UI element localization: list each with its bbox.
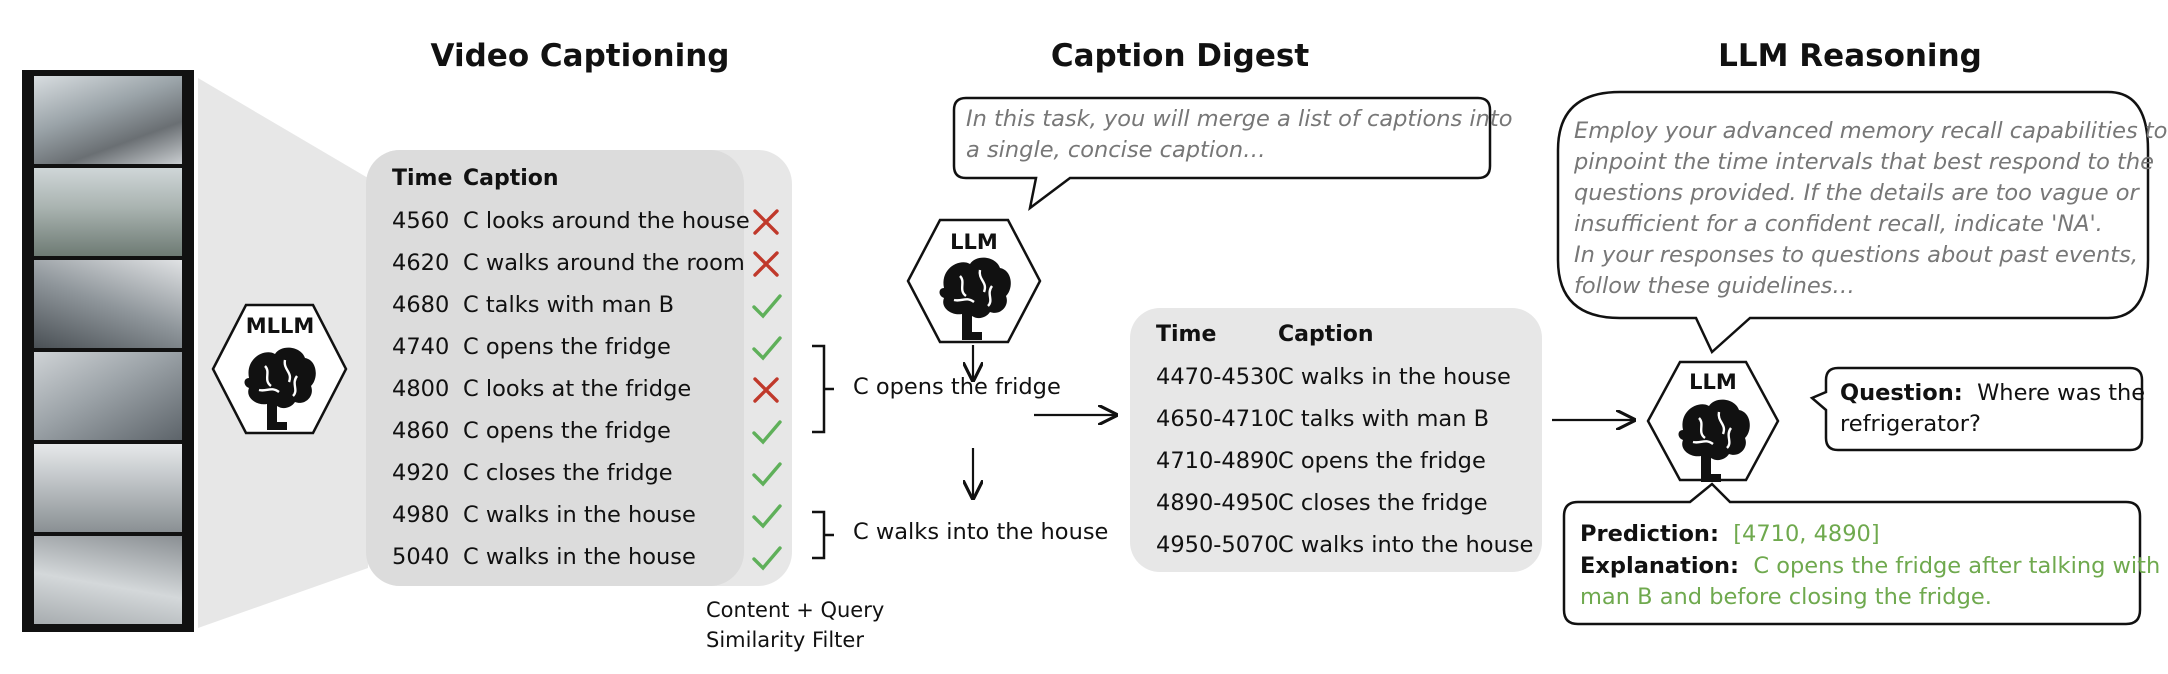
title-llm-reasoning: LLM Reasoning: [1718, 38, 1982, 74]
check-icon: [752, 420, 782, 445]
video-frame-2: [34, 168, 182, 256]
digest-row-time: 4950-5070: [1156, 532, 1279, 558]
bracket-house: [812, 510, 834, 560]
caption-row-time: 4740: [392, 334, 450, 360]
merged-caption-fridge: C opens the fridge: [853, 374, 1061, 400]
digest-table-header-caption: Caption: [1278, 322, 1374, 347]
llm-digest-label: LLM: [950, 230, 998, 254]
check-icon: [752, 546, 782, 571]
caption-row-caption: C walks in the house: [463, 502, 696, 528]
explanation-line1: C opens the fridge after talking with: [1753, 553, 2161, 579]
reasoning-prompt-line: In your responses to questions about pas…: [1574, 242, 2138, 268]
caption-row-caption: C looks around the house: [463, 208, 750, 234]
caption-row-time: 4920: [392, 460, 450, 486]
bracket-fridge: [812, 344, 834, 434]
video-frame-3: [34, 260, 182, 348]
question-text-line1: Where was the: [1977, 380, 2146, 406]
caption-row-time: 4800: [392, 376, 450, 402]
brain-icon: [244, 347, 316, 430]
question-text-line2: refrigerator?: [1840, 411, 1981, 437]
digest-prompt-bubble: [952, 96, 1492, 211]
caption-row-caption: C closes the fridge: [463, 460, 673, 486]
video-frame-6: [34, 536, 182, 624]
caption-row-time: 4980: [392, 502, 450, 528]
digest-row-caption: C closes the fridge: [1278, 490, 1488, 516]
check-icon: [752, 462, 782, 487]
caption-row-caption: C looks at the fridge: [463, 376, 692, 402]
cross-icon: [753, 209, 779, 235]
answer-bubble: [1562, 482, 2142, 626]
caption-row-time: 5040: [392, 544, 450, 570]
prediction-line: Prediction: [4710, 4890]: [1580, 521, 1880, 547]
prediction-value: [4710, 4890]: [1733, 521, 1880, 547]
digest-table-header-time: Time: [1156, 322, 1217, 347]
explanation-line: Explanation: C opens the fridge after ta…: [1580, 553, 2160, 579]
caption-table-header-time: Time: [392, 166, 453, 191]
caption-table-panel: [366, 150, 744, 586]
filter-label-line1: Content + Query: [706, 598, 885, 622]
explanation-line2: man B and before closing the fridge.: [1580, 584, 1992, 610]
caption-row-time: 4680: [392, 292, 450, 318]
digest-row-caption: C walks into the house: [1278, 532, 1534, 558]
digest-row-caption: C talks with man B: [1278, 406, 1490, 432]
caption-row-time: 4860: [392, 418, 450, 444]
cross-icon: [753, 251, 779, 277]
digest-row-time: 4650-4710: [1156, 406, 1279, 432]
brain-icon: [1678, 399, 1750, 482]
digest-row-time: 4470-4530: [1156, 364, 1279, 390]
digest-row-caption: C walks in the house: [1278, 364, 1511, 390]
caption-row-caption: C walks in the house: [463, 544, 696, 570]
digest-prompt-line2: a single, concise caption…: [966, 137, 1266, 163]
reasoning-prompt-bubble: [1556, 90, 2150, 355]
reasoning-prompt-line: insufficient for a confident recall, ind…: [1574, 211, 2103, 237]
caption-row-caption: C opens the fridge: [463, 418, 671, 444]
filter-label-line2: Similarity Filter: [706, 628, 864, 652]
question-label: Question:: [1840, 380, 1963, 406]
video-frame-1: [34, 76, 182, 164]
check-icon: [752, 294, 782, 319]
caption-row-caption: C talks with man B: [463, 292, 675, 318]
video-frame-5: [34, 444, 182, 532]
caption-row-caption: C walks around the room: [463, 250, 745, 276]
video-frame-4: [34, 352, 182, 440]
cross-icon: [753, 377, 779, 403]
question-bubble: [1809, 366, 2144, 452]
title-caption-digest: Caption Digest: [1050, 38, 1310, 74]
check-icon: [752, 336, 782, 361]
digest-row-time: 4890-4950: [1156, 490, 1279, 516]
merged-caption-house: C walks into the house: [853, 519, 1109, 545]
question-line1: Question: Where was the: [1840, 380, 2145, 406]
reasoning-prompt-line: follow these guidelines…: [1574, 273, 1855, 299]
reasoning-prompt-line: Employ your advanced memory recall capab…: [1574, 118, 2168, 144]
digest-prompt-line1: In this task, you will merge a list of c…: [966, 106, 1513, 132]
caption-row-time: 4560: [392, 208, 450, 234]
caption-row-time: 4620: [392, 250, 450, 276]
title-video-captioning: Video Captioning: [430, 38, 730, 74]
reasoning-prompt-line: pinpoint the time intervals that best re…: [1574, 149, 2154, 175]
digest-table-panel: [1130, 308, 1542, 572]
digest-row-caption: C opens the fridge: [1278, 448, 1486, 474]
explanation-label: Explanation:: [1580, 553, 1740, 579]
reasoning-prompt-line: questions provided. If the details are t…: [1574, 180, 2139, 206]
prediction-label: Prediction:: [1580, 521, 1719, 547]
check-icon: [752, 504, 782, 529]
llm-reasoning-label: LLM: [1689, 370, 1737, 394]
digest-row-time: 4710-4890: [1156, 448, 1279, 474]
caption-table-header-caption: Caption: [463, 166, 559, 191]
mllm-label: MLLM: [245, 314, 315, 338]
brain-icon: [939, 257, 1011, 340]
caption-row-caption: C opens the fridge: [463, 334, 671, 360]
